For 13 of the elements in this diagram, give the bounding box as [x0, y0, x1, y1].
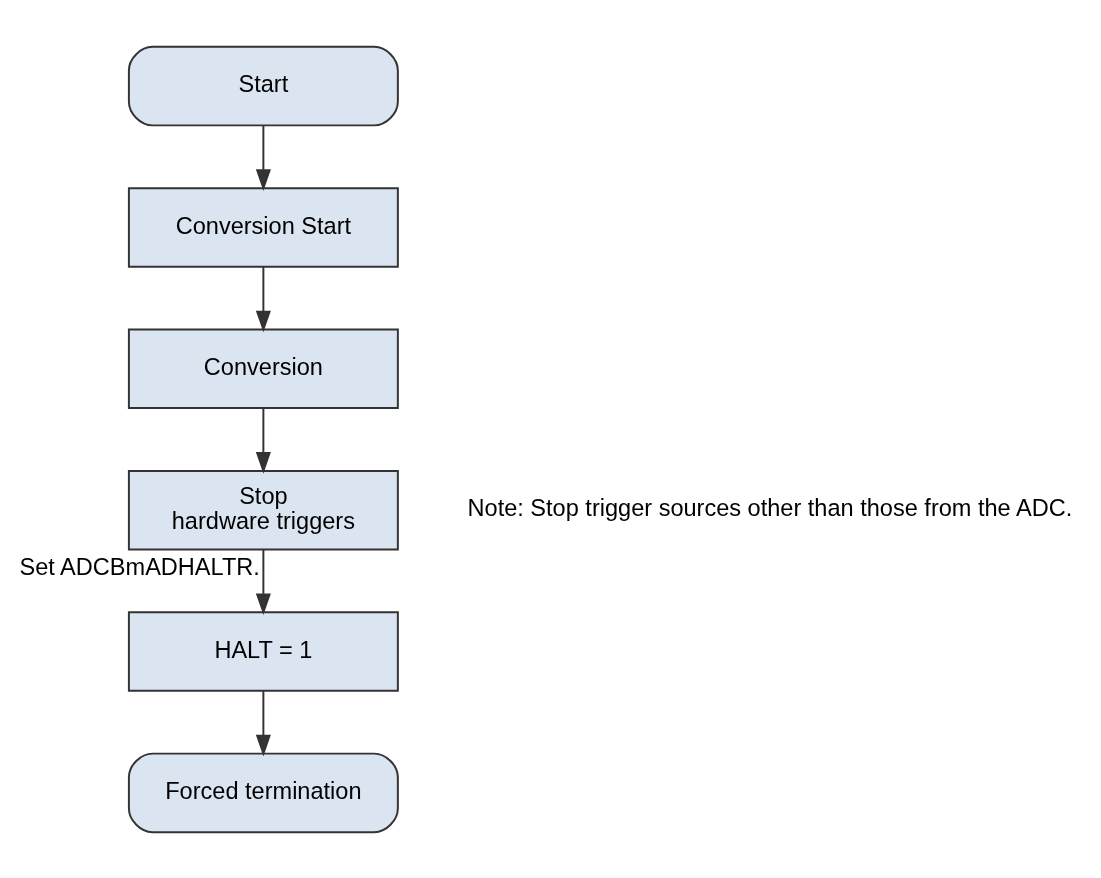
- node-box: Conversion: [127, 328, 399, 409]
- node-box: Conversion Start: [127, 186, 399, 268]
- node-label: Note: Stop trigger sources other than those from the ADC.: [467, 494, 1073, 521]
- arrow: [255, 265, 271, 332]
- arrow: [255, 406, 271, 474]
- node-box: Start: [127, 45, 399, 126]
- arrow: [255, 124, 271, 191]
- arrow: [255, 689, 271, 756]
- node-box: Stop hardware triggers: [127, 469, 399, 550]
- arrow: [255, 548, 271, 615]
- edge-label: Set ADCBmADHALTR.: [19, 553, 260, 580]
- node-box: HALT = 1: [127, 610, 399, 692]
- node-box: Forced termination: [127, 752, 399, 833]
